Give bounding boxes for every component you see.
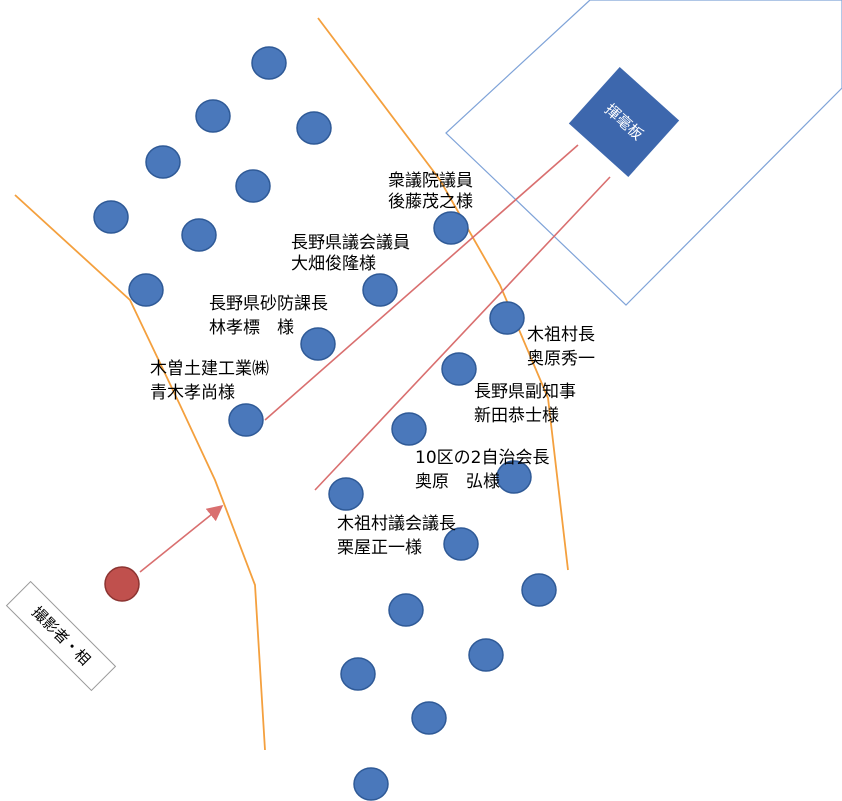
person-name: 青木孝尚様 [150, 383, 235, 403]
person-label-5: 長野県副知事 新田恭士様 [474, 382, 576, 426]
person-name: 大畑俊隆様 [291, 254, 376, 274]
boundary-line-right [317, 17, 569, 571]
sight-line-lower [314, 176, 611, 491]
seat [443, 527, 479, 561]
seat [228, 403, 264, 437]
boundary-line-left [14, 194, 266, 751]
person-title: 10区の2自治会長 [415, 448, 549, 468]
seat [489, 301, 525, 335]
seat [362, 273, 398, 307]
person-name: 後藤茂之様 [388, 192, 473, 212]
person-name: 奥原 弘様 [415, 472, 500, 492]
seat [300, 327, 336, 361]
person-title: 木祖村長 [527, 325, 595, 345]
person-label-6: 10区の2自治会長 奥原 弘様 [415, 448, 549, 492]
seat [388, 593, 424, 627]
seat [181, 218, 217, 252]
seat [521, 573, 557, 607]
person-title: 衆議院議員 [388, 171, 473, 191]
person-label-0: 衆議院議員 後藤茂之様 [388, 171, 473, 212]
seat [296, 111, 332, 145]
seat [195, 99, 231, 133]
sight-line-upper [264, 144, 579, 421]
photographer-box: 撮影者・相 [5, 580, 117, 692]
person-label-4: 木祖村長 奥原秀一 [527, 325, 595, 369]
person-title: 木祖村議会議長 [337, 514, 456, 534]
seat [145, 145, 181, 179]
person-label-1: 長野県議会議員 大畑俊隆様 [291, 233, 410, 274]
person-label-2: 長野県砂防課長 林孝標 様 [209, 294, 328, 338]
person-name: 新田恭士様 [474, 406, 559, 426]
nameplate: 揮毫板 [568, 66, 680, 178]
seat [328, 477, 364, 511]
seat [128, 273, 164, 307]
seat [468, 638, 504, 672]
seat-group [93, 46, 557, 801]
seat [433, 211, 469, 245]
seat [353, 767, 389, 801]
seat [340, 657, 376, 691]
seat [251, 46, 287, 80]
person-label-3: 木曽土建工業㈱ 青木孝尚様 [150, 359, 269, 403]
seat [496, 460, 532, 494]
photographer-arrow [139, 504, 224, 573]
seat [391, 412, 427, 446]
seat [411, 701, 447, 735]
person-name: 栗屋正一様 [337, 538, 422, 558]
person-title: 長野県砂防課長 [209, 294, 328, 314]
seat [235, 169, 271, 203]
person-title: 長野県副知事 [474, 382, 576, 402]
person-label-7: 木祖村議会議長 栗屋正一様 [337, 514, 456, 558]
seat [93, 200, 129, 234]
person-title: 長野県議会議員 [291, 233, 410, 253]
nameplate-area-outline [445, 0, 842, 306]
photographer-marker [104, 566, 140, 602]
seat [441, 352, 477, 386]
person-name: 林孝標 様 [209, 318, 294, 338]
person-name: 奥原秀一 [527, 349, 595, 369]
person-title: 木曽土建工業㈱ [150, 359, 269, 379]
photographer-box-frame [5, 580, 117, 692]
nameplate-box [568, 66, 680, 178]
